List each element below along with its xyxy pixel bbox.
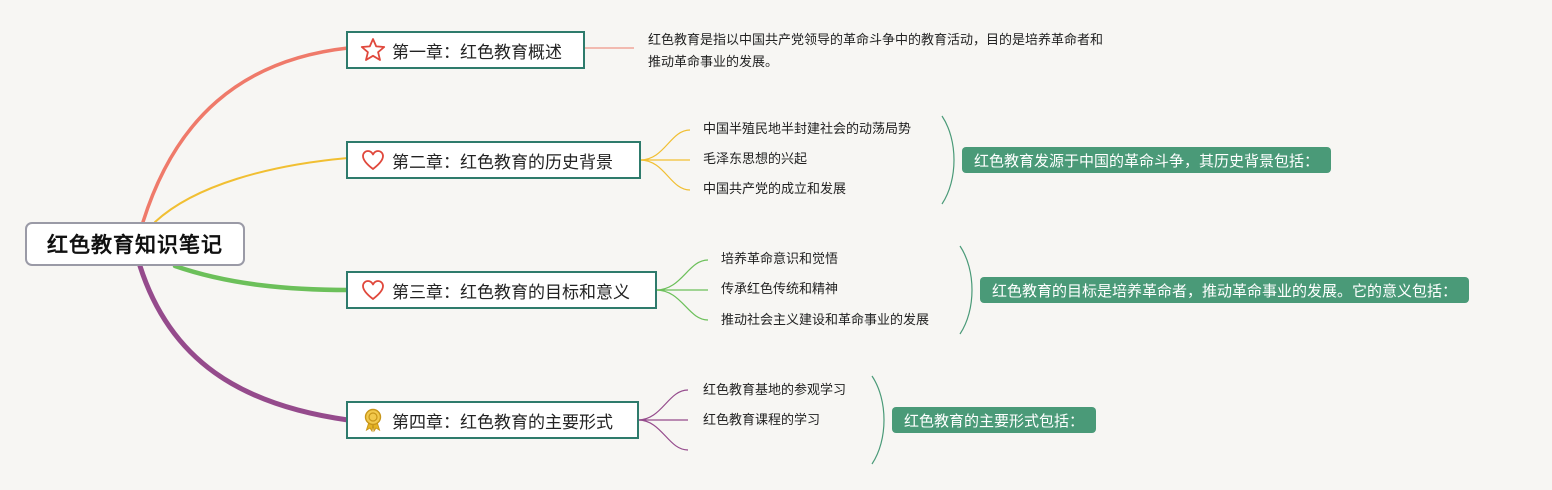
note-line: 推动革命事业的发展。 [648, 55, 779, 70]
chapter-1-title: 第一章：红色教育概述 [392, 42, 562, 63]
chapter-4-summary[interactable]: 红色教育的主要形式包括： [892, 407, 1097, 433]
chapter-4-topic[interactable]: 第四章：红色教育的主要形式 [346, 401, 639, 439]
bracket-ch4 [871, 375, 885, 465]
chapter-4-item-2[interactable]: 红色教育课程的学习 [703, 413, 821, 428]
chapter-3-item-2[interactable]: 传承红色传统和精神 [721, 282, 839, 297]
bracket-ch2 [941, 115, 955, 205]
star-icon [360, 37, 386, 63]
root-title: 红色教育知识笔记 [47, 233, 223, 257]
chapter-3-item-3[interactable]: 推动社会主义建设和革命事业的发展 [721, 313, 930, 328]
bracket-ch3 [959, 245, 973, 335]
chapter-3-summary[interactable]: 红色教育的目标是培养革命者，推动革命事业的发展。它的意义包括： [980, 277, 1470, 303]
chapter-2-title: 第二章：红色教育的历史背景 [392, 152, 613, 173]
heart-icon [360, 147, 386, 173]
chapter-2-item-2[interactable]: 毛泽东思想的兴起 [703, 152, 808, 167]
chapter-2-summary[interactable]: 红色教育发源于中国的革命斗争，其历史背景包括： [962, 147, 1332, 173]
chapter-4-item-1[interactable]: 红色教育基地的参观学习 [703, 383, 847, 398]
root-topic[interactable]: 红色教育知识笔记 [25, 222, 245, 266]
chapter-3-title: 第三章：红色教育的目标和意义 [392, 282, 630, 303]
chapter-4-title: 第四章：红色教育的主要形式 [392, 412, 613, 433]
medal-icon [360, 407, 386, 433]
chapter-2-topic[interactable]: 第二章：红色教育的历史背景 [346, 141, 641, 179]
chapter-1-topic[interactable]: 第一章：红色教育概述 [346, 31, 585, 69]
chapter-3-item-1[interactable]: 培养革命意识和觉悟 [721, 252, 839, 267]
branch-line-ch1 [141, 46, 350, 224]
branch-line-ch4 [137, 263, 351, 423]
chapter-2-item-3[interactable]: 中国共产党的成立和发展 [703, 182, 847, 197]
chapter-3-topic[interactable]: 第三章：红色教育的目标和意义 [346, 271, 657, 309]
note-line: 红色教育是指以中国共产党领导的革命斗争中的教育活动，目的是培养革命者和 [648, 33, 1104, 48]
chapter-2-item-1[interactable]: 中国半殖民地半封建社会的动荡局势 [703, 122, 912, 137]
branch-line-ch3 [172, 263, 351, 293]
heart-icon [360, 277, 386, 303]
branch-line-ch2 [154, 157, 349, 223]
chapter-1-note: 红色教育是指以中国共产党领导的革命斗争中的教育活动，目的是培养革命者和 推动革命… [648, 30, 1103, 74]
